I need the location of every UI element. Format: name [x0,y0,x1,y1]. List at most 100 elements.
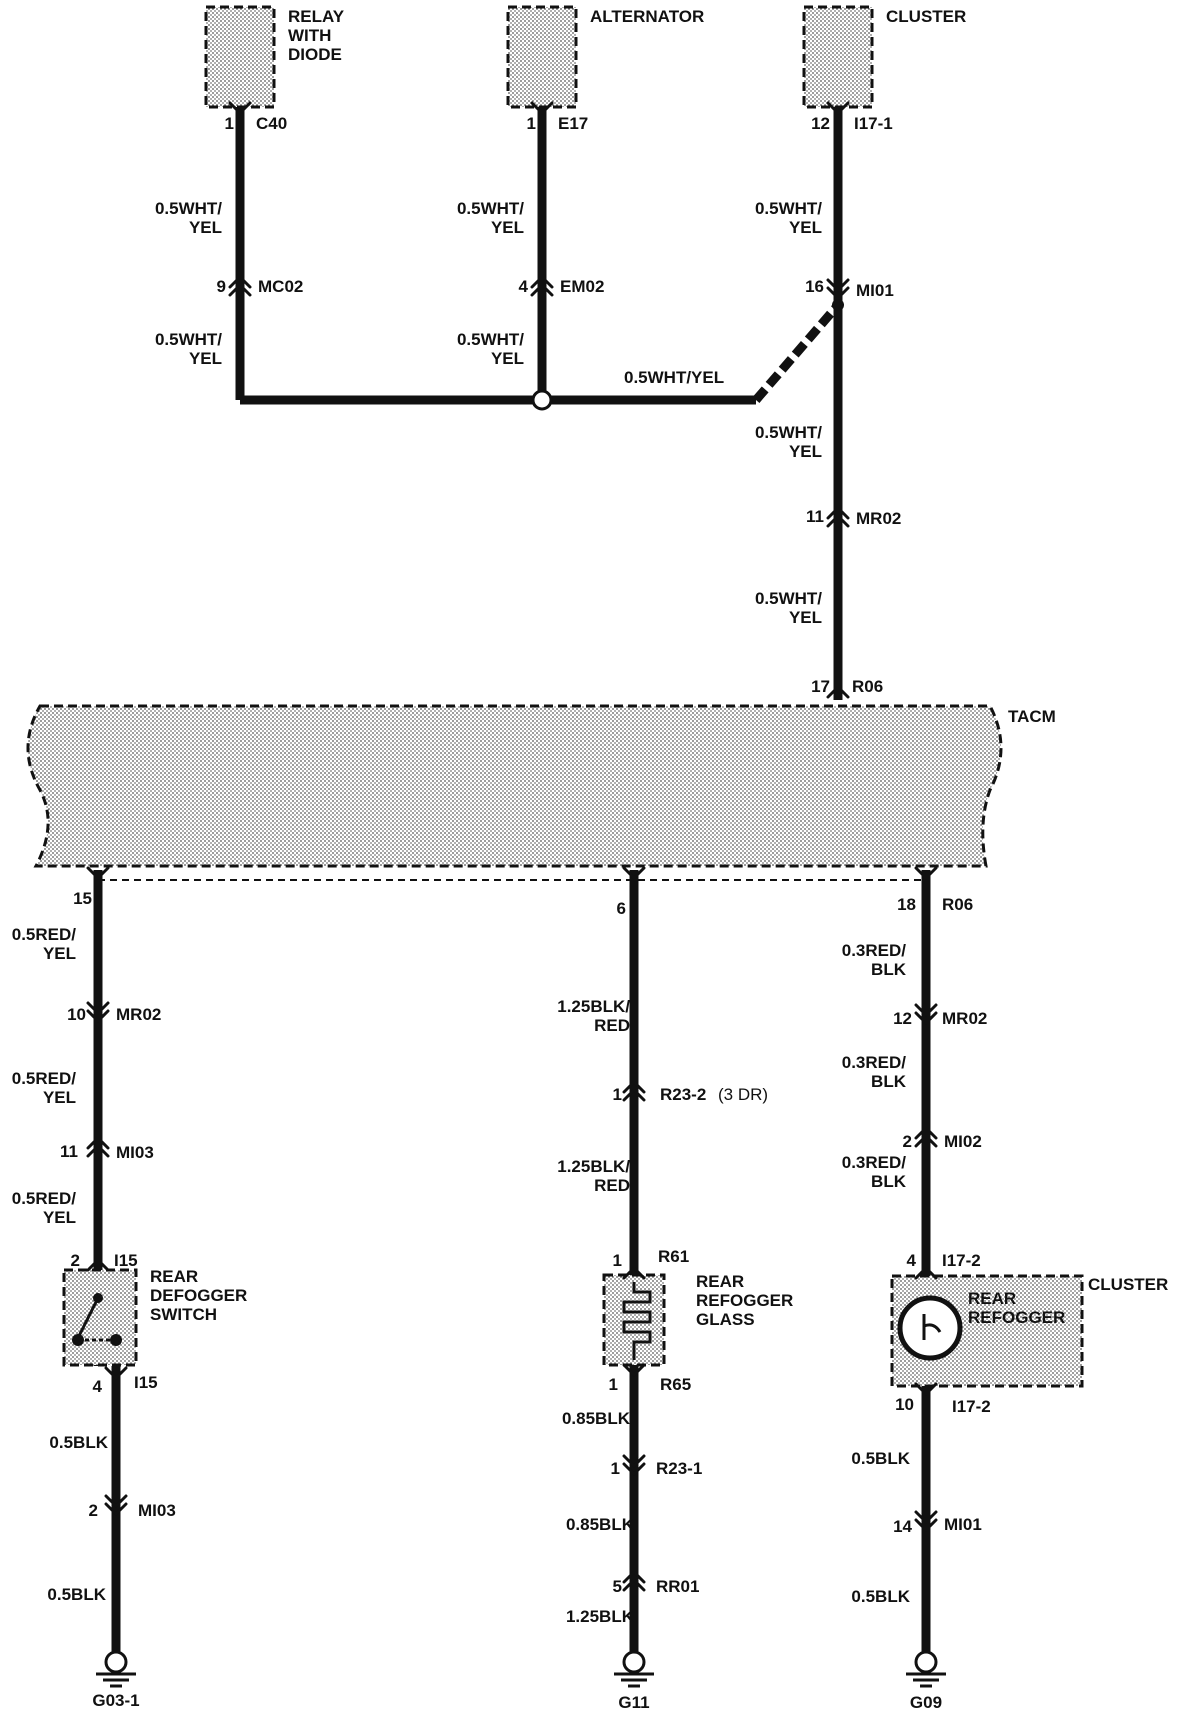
conn-r06-top-name: R06 [852,677,883,696]
conn-r23-1-name: R23-1 [656,1459,702,1478]
conn-mr02-l-mark-2 [86,1009,110,1023]
conn-mi01-top-pin: 16 [805,277,824,296]
conn-mc02-mark-1 [228,275,252,289]
conn-r23-1-mark-2 [622,1462,646,1476]
wire-label-14: 1.25BLK/RED [557,997,630,1035]
conn-mi03-l-mark-2 [86,1144,110,1158]
wire-label-1: 0.5WHT/YEL [155,199,222,237]
conn-r23-2-mark-2 [622,1088,646,1102]
wire-label-13: 0.5BLK [47,1585,106,1604]
conn-r23-2-name: R23-2 [660,1085,706,1104]
conn-em02-mark-1 [530,275,554,289]
wire-label-9: 0.5RED/YEL [12,925,77,963]
refogger-lamp-icon [897,1295,963,1361]
ground-g09: G09 [906,1650,946,1712]
conn-i17-2a-pin: 4 [907,1251,917,1270]
wire-label-7: 0.5WHT/YEL [755,423,822,461]
wire-label-3: 0.5WHT/YEL [457,199,524,237]
conn-r06-top-pin: 17 [811,677,830,696]
conn-mr02-l-mark-1 [86,1001,110,1015]
conn-mc02-mark-2 [228,283,252,297]
conn-rr01-pin: 5 [613,1577,622,1596]
conn-mi01-b-name: MI01 [944,1515,982,1534]
conn-r23-2-note: (3 DR) [718,1085,768,1104]
conn-mr02-r-name: MR02 [942,1009,987,1028]
conn-i15-a-name: I15 [114,1251,138,1270]
ground-g03-1: G03-1 [92,1650,140,1710]
alternator-label: ALTERNATOR [590,7,704,26]
conn-e17-mark [530,101,554,115]
conn-r65-pin: 1 [609,1375,618,1394]
wire-label-5: 0.5WHT/YEL [755,199,822,237]
wire-label-19: 0.3RED/BLK [842,941,907,979]
conn-i15-b-pin: 4 [93,1377,103,1396]
splice-junction-mi01 [832,299,844,311]
wire-label-22: 0.5BLK [851,1449,910,1468]
wire-label-11: 0.5RED/YEL [12,1189,77,1227]
conn-mi02-mark-1 [914,1126,938,1140]
wire-label-8: 0.5WHT/YEL [755,589,822,627]
conn-p6-mark [622,866,646,880]
conn-mi03-b-pin: 2 [89,1501,98,1520]
conn-mr02-top-name: MR02 [856,509,901,528]
conn-mi01-b-mark-2 [914,1518,938,1532]
wire-bus-diagonal [752,302,842,403]
conn-mi01-b-pin: 14 [893,1517,912,1536]
conn-i17-2b-name: I17-2 [952,1397,991,1416]
conn-mi01-mark-2 [826,286,850,300]
conn-mr02-top-pin: 11 [806,507,824,526]
conn-mi03-l-name: MI03 [116,1143,154,1162]
conn-i15-b-name: I15 [134,1373,158,1392]
conn-i17-2b-pin: 10 [895,1395,914,1414]
conn-mi03-b-name: MI03 [138,1501,176,1520]
conn-mi02-pin: 2 [903,1132,912,1151]
conn-i17-1-pin: 12 [811,114,830,133]
conn-mi03-b-mark-1 [104,1494,128,1508]
conn-mc02-name: MC02 [258,277,303,296]
splice-junction [531,389,553,411]
conn-c40-mark [228,101,252,115]
wire-label-2: 0.5WHT/YEL [155,330,222,368]
conn-mr02-r-pin: 12 [893,1009,912,1028]
conn-c40-name: C40 [256,114,287,133]
conn-i15-b-mark [104,1366,128,1380]
conn-r61-pin: 1 [613,1251,622,1270]
conn-mi03-b-mark-2 [104,1502,128,1516]
ground-g03-1-label: G03-1 [92,1691,139,1710]
conn-mi02-name: MI02 [944,1132,982,1151]
conn-em02-name: EM02 [560,277,604,296]
conn-mc02-pin: 9 [217,277,226,296]
cluster-top: CLUSTER [802,5,966,109]
wire-label-10: 0.5RED/YEL [12,1069,77,1107]
conn-rr01-mark-2 [622,1578,646,1592]
conn-rr01-name: RR01 [656,1577,699,1596]
conn-r23-1-pin: 1 [611,1459,620,1478]
conn-mi01-b-mark-1 [914,1510,938,1524]
wire-label-12: 0.5BLK [49,1433,108,1452]
wire-label-16: 0.85BLK [562,1409,631,1428]
tacm-label: TACM [1008,707,1056,726]
conn-rr01-mark-1 [622,1570,646,1584]
conn-r23-2-pin: 1 [613,1085,622,1104]
wire-label-4: 0.5WHT/YEL [457,330,524,368]
wire-label-23: 0.5BLK [851,1587,910,1606]
conn-r23-1-mark-1 [622,1454,646,1468]
conn-r61-name: R61 [658,1247,689,1266]
wire-label-18: 1.25BLK [566,1607,635,1626]
conn-r65-mark [622,1363,646,1377]
conn-mi01-top-name: MI01 [856,281,894,300]
conn-i17-1-name: I17-1 [854,114,893,133]
conn-mr02-mark-1 [826,506,850,520]
ground-g09-label: G09 [910,1693,942,1712]
conn-marks-top [228,101,850,699]
ground-g11: G11 [614,1650,654,1712]
conn-r06-mark [826,685,850,699]
ground-g11-label: G11 [618,1693,649,1712]
